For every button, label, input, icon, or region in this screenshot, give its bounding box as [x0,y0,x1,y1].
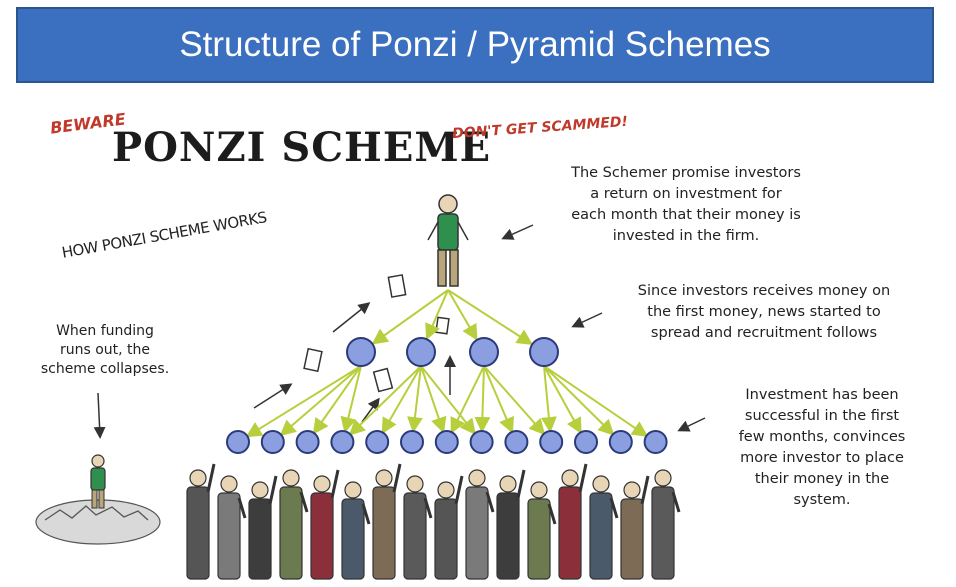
pyramid-arrow [312,365,362,435]
pointer-arrow [93,392,106,439]
money-icon [303,347,323,373]
pyramid-arrow [483,365,546,436]
note-line: Investment has been [745,387,899,403]
ponzi-scheme-headline: PONZI SCHEME [112,124,492,171]
note-line: invested in the firm. [612,228,760,244]
pointer-arrow [501,224,534,240]
money-icon [387,274,407,298]
pyramid-node [260,430,285,454]
pointer-arrow [677,417,706,432]
investor-figure [403,475,433,580]
note-line: When funding [56,323,154,339]
pyramid-arrow [450,365,485,434]
note-line: each month that their money is [571,207,801,223]
pointer-arrow [253,383,293,409]
pyramid-node [434,430,459,454]
money-icons [303,274,450,393]
note-line: successful in the first [744,408,900,424]
investor-figure [558,463,588,580]
note-line: scheme collapses. [40,361,170,377]
money-icon [435,316,450,335]
title-banner: Structure of Ponzi / Pyramid Schemes [16,7,934,83]
investor-figure [217,475,247,580]
pyramid-node [608,430,633,454]
pyramid-arrow [447,289,534,345]
note-line: spread and recruitment follows [650,325,878,341]
investor-figure [651,469,681,580]
pyramid-arrow [371,289,449,345]
pyramid-arrow [540,365,557,434]
pyramid-arrow [543,365,582,435]
note-line: runs out, the [59,342,151,358]
pyramid-arrow [543,365,649,437]
note-line: Since investors receives money on [637,283,891,299]
note-schemer: The Schemer promise investors a return o… [536,163,836,247]
collapsed-pile [35,454,161,545]
note-line: the first money, news started to [647,304,881,320]
pyramid-nodes [226,337,668,454]
investor-figure [310,469,340,580]
pointer-arrows [93,224,706,439]
pyramid-node [330,430,355,454]
pyramid-arrow [279,365,362,437]
pyramid-node [643,430,668,454]
investor-figure [341,481,371,580]
investor-figure [279,469,309,580]
pyramid-node [406,337,436,367]
pyramid-node [574,430,598,454]
note-success: Investment has been successful in the fi… [712,385,932,511]
pyramid-arrow [483,365,514,434]
note-line: more investor to place [740,450,904,466]
investor-figure [465,469,495,580]
money-icon [372,367,394,393]
note-line: system. [793,492,851,508]
investor-figure [589,475,619,580]
investor-figure [620,475,650,580]
pyramid-arrow [348,365,422,436]
pyramid-node [469,337,499,367]
pyramid-node [365,430,390,454]
investor-figure [496,469,526,580]
pyramid-arrows [245,289,649,438]
pyramid-arrow [245,365,362,438]
pyramid-node [226,430,250,454]
pyramid-node [295,430,320,454]
investor-figure [527,481,557,580]
note-recruitment: Since investors receives money on the fi… [604,281,924,344]
pyramid-arrow [474,365,491,434]
pyramid-arrow [420,365,447,434]
pyramid-node [400,430,424,454]
note-collapse: When funding runs out, the scheme collap… [30,322,180,379]
pyramid-arrow [447,289,478,341]
pointer-arrow [332,302,371,333]
pyramid-node [469,430,494,454]
pyramid-node [504,430,529,454]
page-title: Structure of Ponzi / Pyramid Schemes [179,25,771,64]
note-line: few months, convinces [738,429,906,445]
investor-crowd [186,463,681,580]
pointer-arrow [571,312,603,328]
pointer-arrow [361,397,380,423]
pyramid-arrow [381,365,422,435]
schemer-figure [427,194,469,287]
pyramid-arrow [406,365,423,434]
pyramid-arrow [420,365,476,435]
investor-figure [248,475,278,580]
pyramid-arrow [543,365,615,436]
note-line: their money in the [754,471,890,487]
pyramid-node [529,337,559,367]
investor-figure [186,463,216,580]
pyramid-node [539,430,564,454]
note-line: The Schemer promise investors [571,165,801,181]
pyramid-arrow [340,365,362,434]
investor-figure [372,463,402,580]
investor-figure [434,475,464,580]
pyramid-node [346,337,376,367]
note-line: a return on investment for [590,186,782,202]
pyramid-arrow [425,289,449,341]
